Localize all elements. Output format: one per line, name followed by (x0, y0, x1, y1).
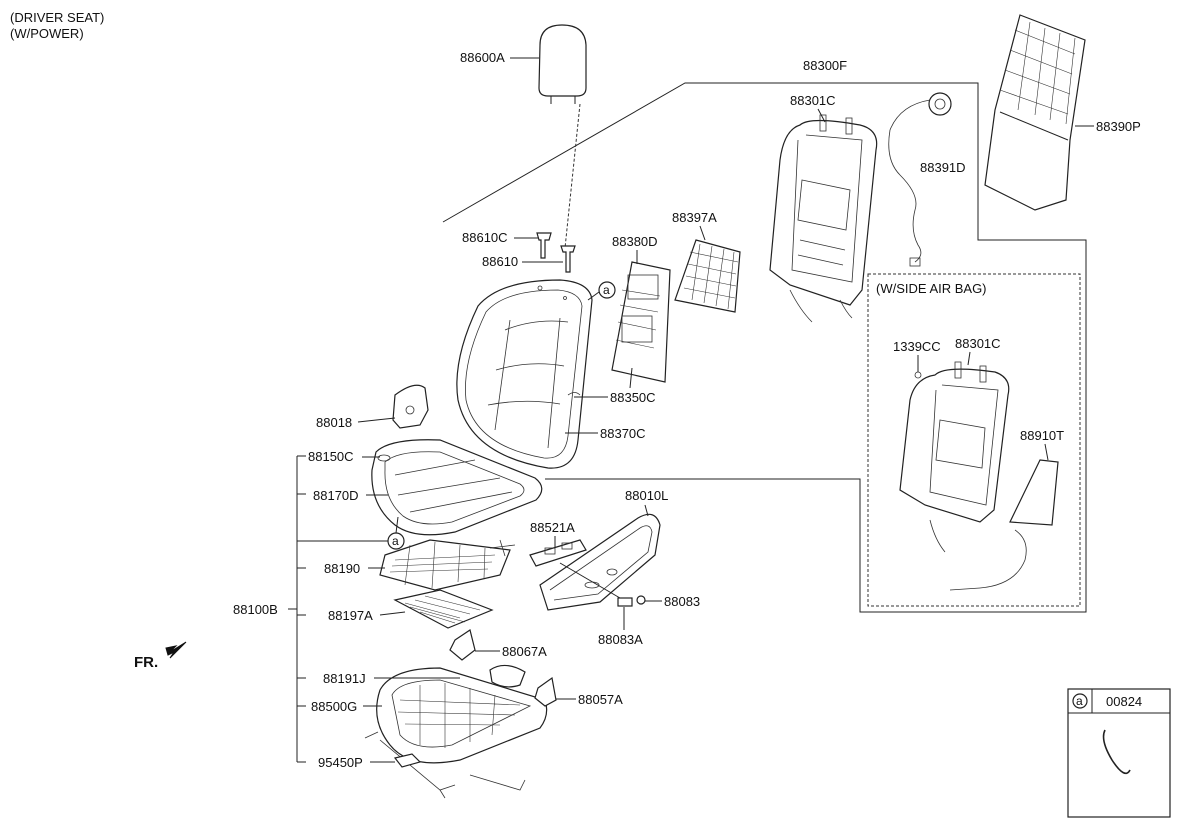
seat-switch-drawing (529, 539, 587, 567)
label-88600A: 88600A (460, 50, 505, 65)
callout-box (1067, 688, 1171, 818)
label-88010L: 88010L (625, 488, 668, 503)
callout-ref-a: a (1076, 694, 1083, 708)
control-module-drawing (393, 753, 422, 768)
header-power: (W/POWER) (10, 26, 84, 41)
headrest-guides-drawing (536, 232, 576, 273)
side-shield-drawing (539, 513, 661, 611)
label-88301C-main: 88301C (790, 93, 836, 108)
airbag-frame-drawing (899, 361, 1059, 591)
headrest-drawing (538, 24, 587, 249)
label-88150C: 88150C (308, 449, 354, 464)
label-88397A: 88397A (672, 210, 717, 225)
label-88100B: 88100B (233, 602, 278, 617)
label-88191J: 88191J (323, 671, 366, 686)
seat-heater-mat-drawing (379, 539, 516, 591)
label-88610C: 88610C (462, 230, 508, 245)
seatback-cover-drawing (456, 279, 593, 469)
marker-a-lower: a (392, 534, 399, 548)
label-00824: 00824 (1106, 694, 1142, 709)
label-88083A: 88083A (598, 632, 643, 647)
circle-a-marker-icon: a (598, 281, 616, 299)
cushion-bracket-drawing (449, 629, 476, 661)
label-88018: 88018 (316, 415, 352, 430)
seatback-bracket-drawing (392, 384, 429, 429)
label-88610: 88610 (482, 254, 518, 269)
label-88190: 88190 (324, 561, 360, 576)
label-88391D: 88391D (920, 160, 966, 175)
label-88170D: 88170D (313, 488, 359, 503)
cushion-mat-drawing (393, 589, 494, 629)
header-driver-seat: (DRIVER SEAT) (10, 10, 104, 25)
label-88057A: 88057A (578, 692, 623, 707)
label-88197A: 88197A (328, 608, 373, 623)
label-88370C: 88370C (600, 426, 646, 441)
label-88083: 88083 (664, 594, 700, 609)
marker-a-upper: a (603, 283, 610, 297)
label-88390P: 88390P (1096, 119, 1141, 134)
seatback-assembly-outline (442, 82, 1087, 613)
backrest-mat-drawing (674, 239, 741, 313)
label-1339CC: 1339CC (893, 339, 941, 354)
label-95450P: 95450P (318, 755, 363, 770)
wiring-harness-drawing (888, 92, 952, 267)
label-88380D: 88380D (612, 234, 658, 249)
switch-knob-drawing (617, 595, 646, 607)
label-88301C-airbag: 88301C (955, 336, 1001, 351)
label-88910T: 88910T (1020, 428, 1064, 443)
arrow-front-icon (165, 641, 187, 659)
side-airbag-box (867, 273, 1081, 607)
label-88300F: 88300F (803, 58, 847, 73)
label-88521A: 88521A (530, 520, 575, 535)
circle-a-marker-icon: a (387, 532, 405, 550)
seat-cushion-drawing (371, 439, 543, 536)
lumbar-support-drawing (611, 261, 671, 389)
label-88500G: 88500G (311, 699, 357, 714)
label-88067A: 88067A (502, 644, 547, 659)
seatback-rear-panel-drawing (984, 14, 1086, 211)
front-direction-label: FR. (134, 654, 158, 671)
label-88350C: 88350C (610, 390, 656, 405)
airbag-title: (W/SIDE AIR BAG) (876, 281, 987, 296)
seat-cushion-frame-drawing (364, 664, 548, 799)
frame-bracket-drawing (534, 676, 557, 707)
seatback-frame-drawing (769, 114, 878, 323)
